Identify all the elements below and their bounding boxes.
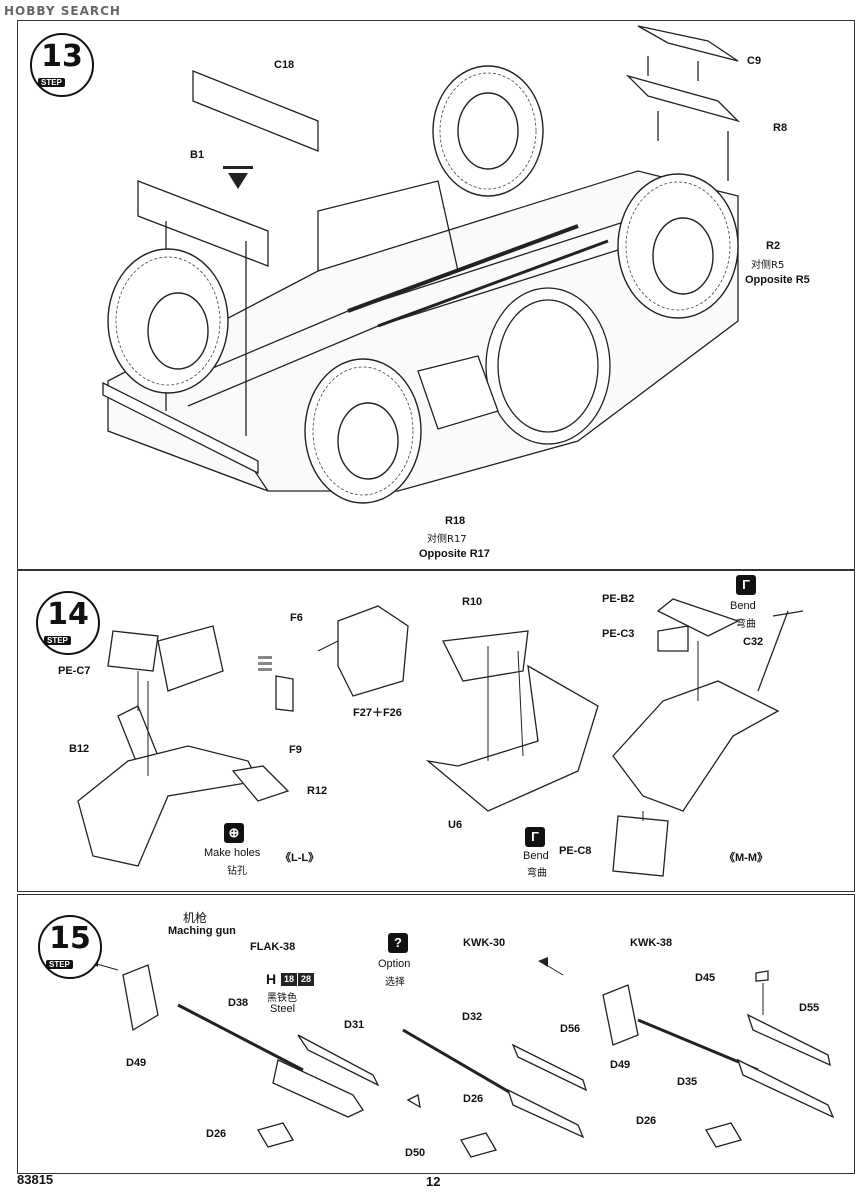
label-h: H	[266, 971, 277, 987]
label-d55: D55	[799, 1002, 820, 1014]
color-swatch-18: 18	[281, 973, 298, 986]
label-c9: C9	[747, 55, 762, 67]
label-pe-c7: PE-C7	[58, 665, 91, 677]
label-f9: F9	[289, 744, 302, 756]
label-r18-en: Opposite R17	[419, 548, 490, 560]
step-number: 15	[49, 921, 91, 956]
step-word: STEP	[44, 636, 71, 645]
label-steel: Steel	[270, 1003, 296, 1015]
step-word: STEP	[46, 960, 73, 969]
option-icon: ?	[388, 933, 408, 953]
label-d32: D32	[462, 1011, 483, 1023]
label-d26: D26	[206, 1128, 227, 1140]
drill-icon: ⊕	[224, 823, 244, 843]
label-d49: D49	[126, 1057, 147, 1069]
label-r18-cn: 对侧R17	[427, 534, 467, 545]
label-option: Option	[378, 958, 411, 970]
label-d26b: D26	[463, 1093, 484, 1105]
label-r12: R12	[307, 785, 328, 797]
step-14-panel: 14 STEP PE-C7 B12 F6 F9 F27＋F26 R12 ⊕ Ma…	[17, 570, 855, 892]
label-u6: U6	[448, 819, 463, 831]
label-c18: C18	[274, 59, 295, 71]
label-f6: F6	[290, 612, 303, 624]
step-13-panel: 13 STEP C18 B1 C9 R8 R2 对侧R5 Opposite R5…	[17, 20, 855, 570]
page-number: 12	[426, 1174, 441, 1189]
step-number: 13	[41, 39, 83, 74]
bend-icon-2: Γ	[736, 575, 756, 595]
label-view-mm: 《M-M》	[724, 852, 768, 864]
label-bend-2: Bend	[730, 600, 756, 612]
product-code: 83815	[17, 1172, 54, 1187]
label-bend-cn: 弯曲	[527, 868, 547, 879]
step-14-badge: 14 STEP	[36, 591, 100, 655]
label-d38: D38	[228, 997, 249, 1009]
color-swatch-28: 28	[298, 973, 315, 986]
label-bend: Bend	[523, 850, 549, 862]
label-mg-en: Maching gun	[168, 925, 236, 937]
label-r2: R2	[766, 240, 781, 252]
label-r18: R18	[445, 515, 466, 527]
label-b1: B1	[190, 149, 205, 161]
label-kwk38: KWK-38	[630, 937, 673, 949]
label-d49b: D49	[610, 1059, 631, 1071]
label-pe-c8: PE-C8	[559, 845, 592, 857]
label-f27-f26: F27＋F26	[353, 707, 402, 719]
label-d35: D35	[677, 1076, 698, 1088]
label-r10: R10	[462, 596, 483, 608]
step-13-badge: 13 STEP	[30, 33, 94, 97]
label-bend-2-cn: 弯曲	[736, 619, 756, 630]
watermark: HOBBY SEARCH	[4, 4, 121, 18]
label-option-cn: 选择	[385, 977, 405, 988]
step-15-drawing	[88, 957, 835, 1158]
label-mg-cn: 机枪	[183, 911, 208, 925]
step-13-drawing	[102, 25, 741, 504]
label-view-ll: 《L-L》	[280, 852, 320, 864]
label-d56: D56	[560, 1023, 581, 1035]
label-d50: D50	[405, 1147, 426, 1159]
step-15-badge: 15 STEP	[38, 915, 102, 979]
step-word: STEP	[38, 78, 65, 87]
step-14-drawing	[77, 598, 804, 877]
label-d26c: D26	[636, 1115, 657, 1127]
label-make-holes: Make holes	[204, 847, 261, 859]
label-r2-en: Opposite R5	[745, 274, 810, 286]
label-c32: C32	[743, 636, 764, 648]
label-r8: R8	[773, 122, 788, 134]
label-steel-cn: 黑铁色	[267, 993, 297, 1004]
label-d45: D45	[695, 972, 716, 984]
label-pe-b2: PE-B2	[602, 593, 635, 605]
label-d31: D31	[344, 1019, 365, 1031]
step-15-panel: 15 STEP 机枪 Maching gun FLAK-38 ? Option …	[17, 894, 855, 1174]
bend-icon: Γ	[525, 827, 545, 847]
label-make-holes-cn: 钻孔	[227, 866, 247, 877]
label-kwk30: KWK-30	[463, 937, 506, 949]
label-pe-c3: PE-C3	[602, 628, 635, 640]
label-r2-cn: 对侧R5	[751, 260, 785, 271]
label-flak38: FLAK-38	[250, 941, 296, 953]
label-b12: B12	[69, 743, 90, 755]
step-number: 14	[47, 597, 89, 632]
